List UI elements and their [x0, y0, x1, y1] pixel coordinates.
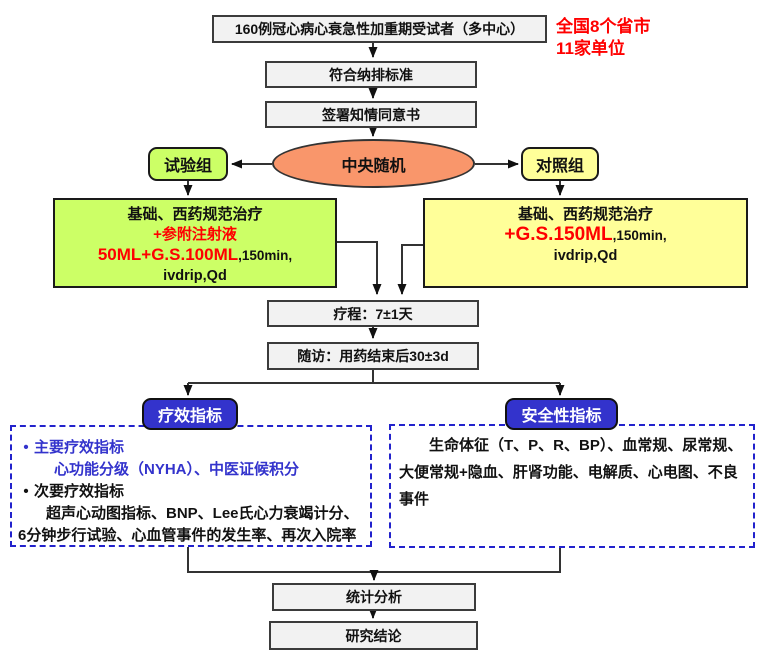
- conclusion-box: 研究结论: [269, 621, 478, 650]
- safety-panel: 生命体征（T、P、R、BP）、血常规、尿常规、大便常规+隐血、肝肾功能、电解质、…: [389, 424, 755, 548]
- subjects-box: 160例冠心病心衰急性加重期受试者（多中心）: [212, 15, 547, 43]
- efficacy-secondary-detail-1: 超声心动图指标、BNP、Lee氏心力衰竭计分、: [46, 505, 359, 522]
- efficacy-header: 疗效指标: [142, 398, 238, 430]
- criteria-label: 符合纳排标准: [329, 66, 413, 83]
- trial-dose-rest: ,150min,: [238, 248, 293, 263]
- trial-treatment-route: ivdrip,Qd: [163, 268, 227, 284]
- statistics-box: 统计分析: [272, 583, 476, 611]
- criteria-box: 符合纳排标准: [265, 61, 477, 88]
- control-treatment-route: ivdrip,Qd: [553, 248, 618, 264]
- control-dose-rest: ,150min,: [612, 228, 667, 243]
- connector-controltreatment-course: [397, 244, 423, 295]
- followup-box: 随访：用药结束后30±3d: [267, 342, 479, 370]
- efficacy-primary-detail: 心功能分级（NYHA）、中医证候积分: [54, 461, 300, 478]
- consent-box: 签署知情同意书: [265, 101, 477, 128]
- trial-group-label: 试验组: [163, 158, 212, 175]
- safety-header-label: 安全性指标: [521, 408, 602, 425]
- statistics-label: 统计分析: [346, 589, 402, 605]
- multicenter-annotation: 全国8个省市 11家单位: [556, 16, 746, 60]
- control-treatment-line1: 基础、西药规范治疗: [517, 206, 653, 223]
- efficacy-panel: • 主要疗效指标 心功能分级（NYHA）、中医证候积分 • 次要疗效指标 超声心动图…: [10, 425, 372, 547]
- efficacy-primary-line: • 主要疗效指标: [18, 437, 364, 459]
- connector-trialtreatment-course: [337, 241, 382, 295]
- trial-treatment-drug: +参附注射液: [153, 226, 237, 243]
- trial-treatment-line1: 基础、西药规范治疗: [127, 206, 263, 223]
- course-box: 疗程：7±1天: [267, 300, 479, 327]
- control-group-tag: 对照组: [521, 147, 599, 181]
- annotation-line1: 全国8个省市: [556, 17, 651, 36]
- efficacy-secondary-line: • 次要疗效指标: [18, 481, 364, 503]
- control-treatment-dose: +G.S.150ML,150min,: [504, 225, 666, 246]
- conclusion-label: 研究结论: [345, 627, 402, 644]
- control-group-label: 对照组: [535, 158, 584, 175]
- efficacy-header-label: 疗效指标: [157, 408, 222, 425]
- efficacy-secondary-detail-2: 6分钟步行试验、心血管事件的发生率、再次入院率: [18, 527, 357, 544]
- trial-treatment-box: 基础、西药规范治疗 +参附注射液 50ML+G.S.100ML,150min, …: [53, 198, 337, 288]
- annotation-line2: 11家单位: [556, 39, 625, 58]
- followup-label: 随访：用药结束后30±3d: [297, 348, 449, 364]
- connector-panels-merge: [187, 547, 561, 573]
- trial-dose-red: 50ML+G.S.100ML: [97, 245, 239, 264]
- consent-label: 签署知情同意书: [322, 106, 420, 123]
- bullet-icon: •: [23, 483, 29, 500]
- randomization-ellipse: 中央随机: [272, 139, 475, 188]
- efficacy-primary-label: 主要疗效指标: [34, 439, 125, 456]
- randomization-label: 中央随机: [341, 157, 406, 175]
- efficacy-secondary-label: 次要疗效指标: [34, 483, 125, 500]
- control-treatment-box: 基础、西药规范治疗 +G.S.150ML,150min, ivdrip,Qd: [423, 198, 748, 288]
- safety-header: 安全性指标: [505, 398, 618, 430]
- connector-followup-split: [188, 370, 560, 384]
- trial-group-tag: 试验组: [148, 147, 228, 181]
- trial-treatment-dose: 50ML+G.S.100ML,150min,: [98, 245, 292, 266]
- bullet-icon: •: [23, 439, 29, 456]
- subjects-label: 160例冠心病心衰急性加重期受试者（多中心）: [234, 21, 525, 37]
- safety-content: 生命体征（T、P、R、BP）、血常规、尿常规、大便常规+隐血、肝肾功能、电解质、…: [399, 437, 743, 508]
- control-dose-red: +G.S.150ML: [504, 224, 613, 245]
- course-label: 疗程：7±1天: [333, 305, 413, 322]
